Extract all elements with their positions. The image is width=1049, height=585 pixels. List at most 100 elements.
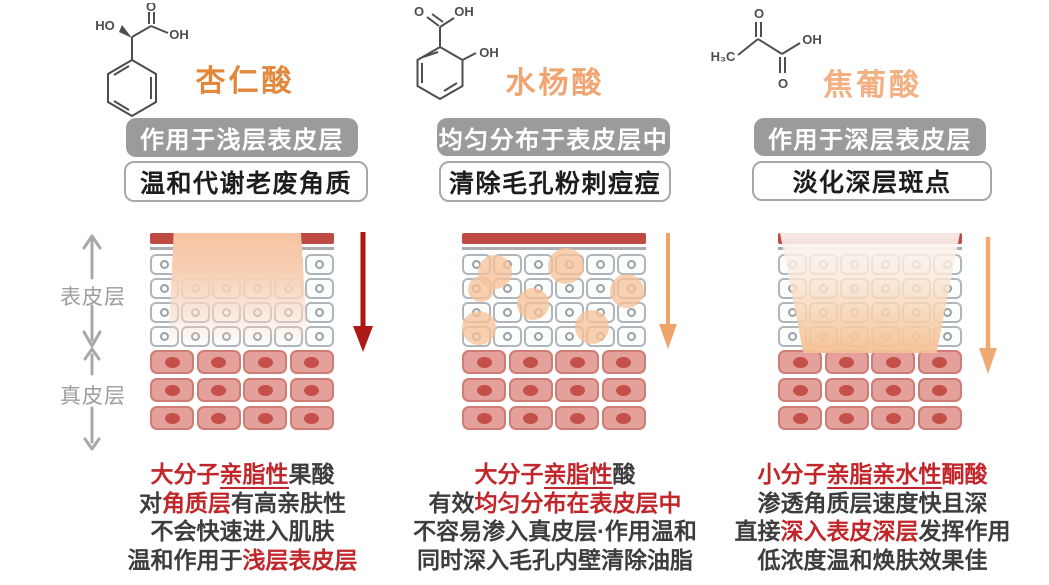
- penetration-arrow-salicylic: [659, 233, 677, 349]
- skin-depth-range-arrows: [82, 234, 102, 451]
- dermis-cell: [289, 350, 334, 374]
- epidermis-cell: [524, 326, 553, 347]
- dermis-layer-label: 真皮层: [60, 385, 126, 408]
- dermis-cell-grid: [150, 350, 334, 430]
- dermis-cell: [917, 350, 962, 374]
- dermis-cell: [824, 378, 869, 402]
- description-line: 小分子亲脂亲水性酮酸: [757, 461, 988, 489]
- dermis-cell: [917, 406, 962, 430]
- epidermis-cell: [493, 326, 522, 347]
- action-badge-mandelic: 作用于浅层表皮层: [126, 118, 358, 157]
- acid-blob: [548, 248, 584, 284]
- dermis-cell: [824, 406, 869, 430]
- skin-diagram-pyruvic: [778, 233, 962, 438]
- molecule-label: OH: [479, 45, 499, 60]
- description-mandelic: 大分子亲脂性果酸对角质层有高亲肤性不会快速进入肌肤温和作用于浅层表皮层: [95, 460, 390, 574]
- description-line: 有效均匀分布在表皮层中: [428, 489, 682, 516]
- salicylic-acid-structure-icon: O OH OH: [414, 4, 499, 101]
- dermis-cell: [871, 350, 916, 374]
- epidermis-cell: [524, 254, 553, 275]
- description-line: 大分子亲脂性酸: [474, 461, 636, 489]
- mandelic-acid-structure-icon: HO O OH: [95, 3, 189, 118]
- dermis-cell: [508, 350, 553, 374]
- description-line: 同时深入毛孔内壁清除油脂: [417, 546, 693, 573]
- stratum-corneum-bar: [462, 233, 646, 244]
- description-pyruvic: 小分子亲脂亲水性酮酸渗透角质层速度快且深直接深入表皮深层发挥作用低浓度温和焕肤效…: [720, 460, 1025, 574]
- skin-diagram-mandelic: [150, 233, 334, 438]
- epidermis-cell: [305, 278, 334, 299]
- epidermis-cell: [617, 326, 646, 347]
- molecule-label: O: [754, 8, 764, 21]
- molecule-label: OH: [802, 32, 822, 47]
- dermis-cell: [601, 406, 646, 430]
- description-line: 低浓度温和焕肤效果佳: [757, 546, 988, 573]
- penetration-arrow-pyruvic: [979, 237, 997, 374]
- acid-penetration-gradient: [168, 233, 308, 351]
- basal-line: [462, 247, 646, 250]
- description-line: 直接深入表皮深层发挥作用: [734, 518, 1011, 544]
- benefit-box-salicylic: 清除毛孔粉刺痘痘: [439, 161, 671, 202]
- description-line: 渗透角质层速度快且深: [757, 489, 988, 516]
- dermis-cell: [778, 350, 822, 374]
- acid-name-pyruvic: 焦葡酸: [823, 69, 922, 102]
- description-line: 大分子亲脂性果酸: [150, 461, 335, 489]
- dermis-cell: [462, 406, 506, 430]
- epidermis-cell: [586, 278, 615, 299]
- dermis-cell-grid: [778, 350, 962, 430]
- dermis-cell: [871, 406, 916, 430]
- molecule-label: O: [146, 3, 156, 14]
- description-line: 温和作用于浅层表皮层: [127, 546, 358, 573]
- dermis-cell: [462, 350, 506, 374]
- acid-blob: [610, 274, 644, 308]
- action-badge-salicylic: 均匀分布于表皮层中: [437, 118, 670, 156]
- dermis-cell: [196, 406, 241, 430]
- epidermis-layer-label: 表皮层: [60, 286, 126, 309]
- dermis-cell: [196, 378, 241, 402]
- dermis-cell: [601, 378, 646, 402]
- dermis-cell: [289, 378, 334, 402]
- dermis-cell: [243, 350, 288, 374]
- dermis-cell: [778, 406, 822, 430]
- dermis-cell: [243, 406, 288, 430]
- molecule-label: HO: [95, 18, 115, 33]
- dermis-cell: [601, 350, 646, 374]
- description-salicylic: 大分子亲脂性酸有效均匀分布在表皮层中不容易渗入真皮层·作用温和同时深入毛孔内壁清…: [405, 460, 705, 574]
- dermis-cell: [824, 350, 869, 374]
- epidermis-cell: [617, 254, 646, 275]
- benefit-box-pyruvic: 淡化深层斑点: [752, 161, 992, 201]
- molecule-label: O: [414, 4, 424, 19]
- molecule-label: OH: [454, 4, 474, 19]
- dermis-cell: [196, 350, 241, 374]
- epidermis-cell: [305, 302, 334, 323]
- dermis-cell: [555, 378, 600, 402]
- dermis-cell: [871, 378, 916, 402]
- dermis-cell: [150, 406, 194, 430]
- acid-blob: [462, 311, 496, 345]
- dermis-cell: [555, 350, 600, 374]
- acid-blob: [517, 288, 549, 320]
- molecule-label: O: [778, 76, 788, 91]
- acid-penetration-gradient: [780, 233, 960, 353]
- dermis-cell: [555, 406, 600, 430]
- dermis-cell: [150, 350, 194, 374]
- epidermis-cell: [617, 302, 646, 323]
- dermis-cell: [289, 406, 334, 430]
- acid-name-salicylic: 水杨酸: [505, 67, 605, 100]
- dermis-cell: [508, 406, 553, 430]
- dermis-cell: [917, 378, 962, 402]
- epidermis-cell: [586, 254, 615, 275]
- dermis-cell-grid: [462, 350, 646, 430]
- epidermis-cell: [305, 326, 334, 347]
- acid-blob: [468, 276, 494, 302]
- epidermis-cell: [305, 254, 334, 275]
- pyruvic-acid-structure-icon: H₃C O OH O: [711, 8, 822, 91]
- description-line: 对角质层有高亲肤性: [139, 489, 346, 516]
- description-line: 不容易渗入真皮层·作用温和: [413, 518, 697, 544]
- acid-name-mandelic: 杏仁酸: [195, 65, 295, 98]
- dermis-cell: [243, 378, 288, 402]
- molecule-label: OH: [169, 27, 189, 42]
- skin-diagram-salicylic: [462, 233, 646, 438]
- dermis-cell: [150, 378, 194, 402]
- dermis-cell: [508, 378, 553, 402]
